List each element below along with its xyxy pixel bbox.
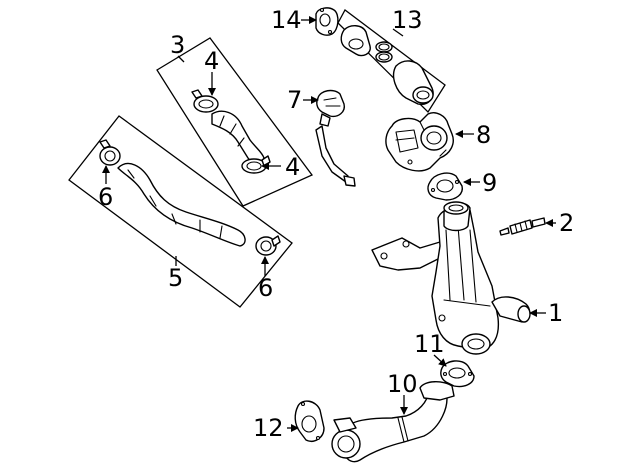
callout-1: 1 (548, 299, 563, 327)
callout-2: 2 (559, 209, 574, 237)
leader-line-3 (177, 55, 185, 63)
egr-valve-part-8 (385, 112, 454, 172)
gasket-part-12 (294, 400, 325, 442)
callout-3: 3 (170, 31, 185, 59)
callout-14: 14 (271, 6, 302, 34)
gasket-part-11 (440, 360, 475, 388)
sensor-tube-part-7 (315, 89, 356, 187)
pipe-fittings-part-13 (340, 25, 434, 105)
leader-line-11 (433, 354, 447, 367)
exhaust-pipe-part-10 (331, 381, 455, 463)
hose-clamp-part-4-lower (241, 155, 271, 174)
temperature-sensor-part-2 (499, 217, 546, 236)
hose-clamp-part-6-lower (255, 235, 281, 256)
callout-6-lower: 6 (258, 274, 273, 302)
hose-clamp-part-6-upper (99, 139, 121, 166)
egr-cooler-part-1 (371, 201, 531, 355)
callout-11: 11 (414, 330, 445, 358)
callout-10: 10 (387, 370, 418, 398)
callout-9: 9 (482, 169, 497, 197)
hose-clamp-part-4-upper (191, 89, 219, 113)
callout-5: 5 (168, 264, 183, 292)
callout-13: 13 (392, 6, 423, 34)
callout-4-upper: 4 (204, 47, 219, 75)
hose-part-5 (117, 162, 246, 247)
group-panel-5 (68, 115, 293, 308)
callout-8: 8 (476, 121, 491, 149)
callout-6-upper: 6 (98, 183, 113, 211)
gasket-part-9 (427, 172, 463, 201)
group-panel-3 (156, 37, 314, 207)
leader-line-13 (392, 28, 404, 37)
hose-part-3 (211, 110, 265, 164)
callout-4-lower: 4 (285, 153, 300, 181)
gasket-part-14 (315, 7, 339, 36)
callout-7: 7 (287, 86, 302, 114)
callout-12: 12 (253, 414, 284, 442)
